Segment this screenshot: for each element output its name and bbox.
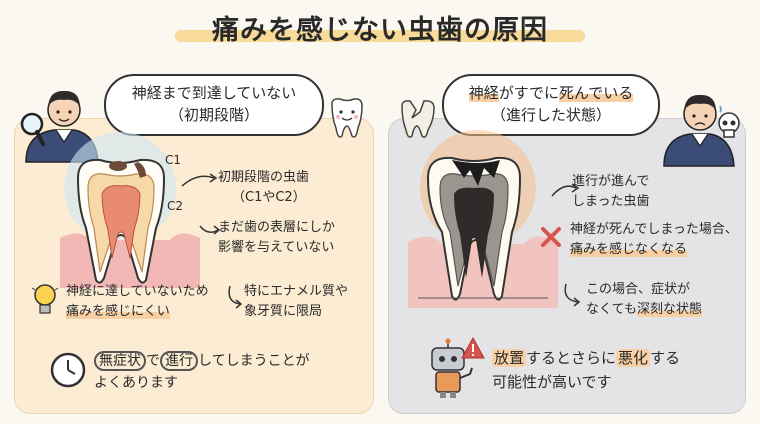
left-speech-bubble: 神経まで到達していない （初期段階） bbox=[104, 74, 324, 136]
arrow-icon bbox=[181, 173, 218, 187]
label-c2: C2 bbox=[167, 199, 184, 213]
right-bottom-note: 放置するとさらに悪化する 可能性が高いです bbox=[492, 349, 681, 391]
advanced-caries-tooth-diagram bbox=[408, 130, 558, 308]
worried-doctor-icon bbox=[663, 94, 735, 167]
arrow-icon bbox=[199, 225, 221, 235]
progress-label: 進行 bbox=[160, 351, 198, 371]
asymptomatic-label: 無症状 bbox=[94, 351, 146, 371]
left-point-4: 特にエナメル質や 象牙質に限局 bbox=[244, 284, 349, 319]
left-point-1: 初期段階の虫歯 （C1やC2） bbox=[218, 170, 310, 205]
happy-tooth-icon bbox=[331, 98, 363, 138]
arrow-icon bbox=[551, 183, 580, 197]
lightbulb-icon bbox=[31, 284, 59, 314]
right-point-3: この場合、症状が なくても深刻な状態 bbox=[586, 282, 702, 317]
robot-icon bbox=[431, 338, 473, 398]
right-speech-bubble: 神経がすでに死んでいる （進行した状態） bbox=[442, 74, 660, 136]
label-c1: C1 bbox=[165, 153, 182, 167]
left-bubble-line1: 神経まで到達していない bbox=[131, 84, 297, 102]
right-point-1: 進行が進んで しまった虫歯 bbox=[572, 174, 650, 209]
early-caries-tooth-diagram bbox=[60, 132, 200, 288]
arrow-icon bbox=[564, 283, 581, 307]
left-point-2: まだ歯の表層にしか 影響を与えていない bbox=[218, 220, 336, 255]
arrow-icon bbox=[228, 285, 243, 309]
cross-icon bbox=[541, 227, 561, 247]
page-title: 痛みを感じない虫歯の原因 bbox=[212, 15, 548, 46]
left-point-3: 神経に達していないため 痛みを感じにくい bbox=[66, 284, 209, 319]
left-bubble-line2: （初期段階） bbox=[168, 106, 259, 124]
warning-icon bbox=[461, 336, 485, 359]
right-bubble-line2: （進行した状態） bbox=[490, 106, 611, 124]
left-bottom-note: 無症状で進行してしまうことが よくあります bbox=[94, 351, 310, 391]
clock-icon bbox=[50, 352, 86, 388]
broken-tooth-icon bbox=[401, 100, 435, 138]
skull-icon bbox=[718, 112, 740, 138]
title-highlight bbox=[175, 30, 585, 42]
right-point-2: 神経が死んでしまった場合、 痛みを感じなくなる bbox=[570, 222, 738, 257]
